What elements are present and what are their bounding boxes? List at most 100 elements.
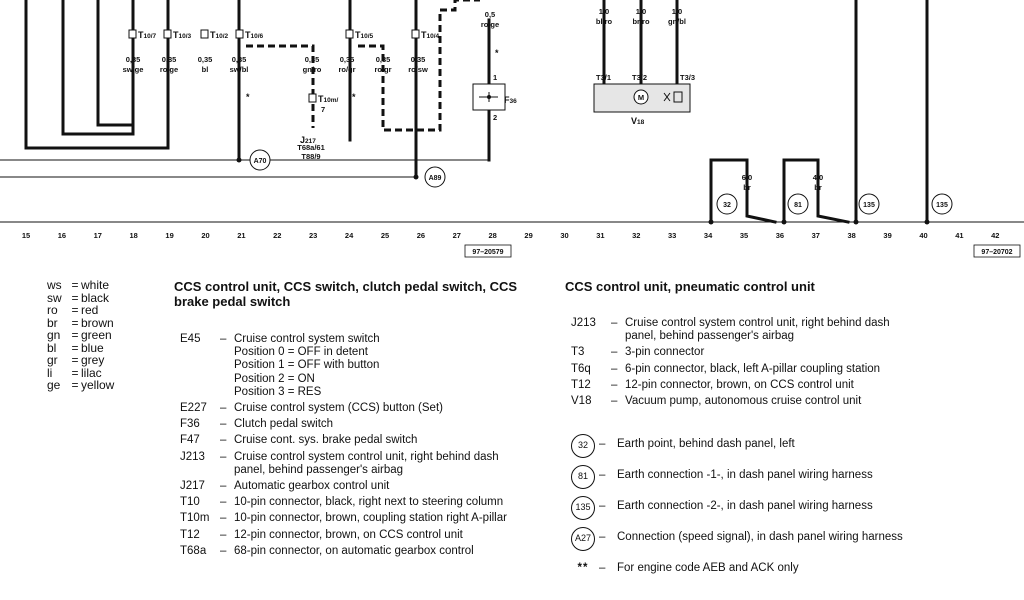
scale-number: 19 [165,231,173,240]
component-code [180,386,220,399]
earth-code: A27 [567,527,599,551]
component-desc: Vacuum pump, autonomous cruise control u… [625,395,862,408]
scale-number: 37 [812,231,820,240]
wire-color: bl/ro [596,17,613,26]
svg-text:F36: F36 [504,95,517,105]
color-code: br [47,315,58,330]
color-code: bl [47,340,57,355]
section-title: CCS control unit, CCS switch, clutch ped… [174,279,518,309]
scale-number: 22 [273,231,281,240]
connector-label: T10/3 [173,30,192,40]
component-desc: Cruise cont. sys. brake pedal switch [234,434,418,447]
component-desc: Position 3 = RES [234,385,322,398]
dash: – [599,562,606,574]
color-code-entry: ro=red [47,304,114,317]
j217-component: J217 T68a/61 T88/9 [297,135,325,161]
scale-number: 25 [381,231,389,240]
earth-code: 81 [567,465,599,489]
component-desc: Clutch pedal switch [234,418,334,431]
color-code-entry: gr=grey [47,354,114,367]
color-code: li [47,365,53,380]
section-title: CCS control unit, pneumatic control unit [565,279,815,294]
wire-color: ro/ge [160,65,178,74]
component-desc: 12-pin connector, brown, on CCS control … [234,528,463,541]
connector-label: T10/6 [245,30,264,40]
color-code: gr [47,353,58,367]
svg-text:32: 32 [723,202,731,209]
earth-circle: A70 [249,149,271,171]
scale-number: 32 [632,231,640,240]
scale-number: 36 [776,231,784,240]
earth-list: 32 – Earth point, behind dash panel, left 8… [567,434,907,580]
component-desc: Position 2 = ON [234,372,315,385]
component-code: E45 [180,333,201,345]
dash: – [599,531,606,543]
list-item: T3–3-pin connector [571,346,901,359]
component-code: T10 [180,496,200,509]
list-item: T12–12-pin connector, brown, on CCS cont… [180,529,510,542]
wire-size: 0,5 [485,10,495,19]
dash: – [220,480,227,493]
connector-label: T3/1 [596,73,611,82]
connector-label: T10/2 [210,30,229,40]
component-desc: Position 0 = OFF in detent [234,346,368,359]
list-item: Position 1 = OFF with button [180,359,510,372]
color-name: yellow [81,378,115,392]
asterisk-note: * [495,48,499,58]
wire-color: ro/gr [374,65,391,74]
list-item: F36–Clutch pedal switch [180,418,510,431]
earth-circle: A27 [571,527,595,551]
v18-vacuum-pump: M V18 [593,83,691,126]
list-item: A27–Connection (speed signal), in dash p… [567,527,907,558]
component-code [180,373,220,386]
wire-size: 0,35 [126,55,141,64]
component-code: E227 [180,402,207,415]
earth-code: 32 [567,434,599,458]
scale-number: 41 [955,231,963,240]
dash: – [611,362,618,375]
scale-number: 20 [201,231,209,240]
connector-label: T3/2 [632,73,647,82]
component-code: J213 [571,317,596,329]
scale-number: 34 [704,231,713,240]
scale-number: 39 [883,231,891,240]
color-name: white [81,278,110,292]
component-desc: 10-pin connector, brown, coupling statio… [234,512,507,525]
asterisk-note: * [246,92,250,102]
equals-sign: = [71,340,79,355]
equals-sign: = [71,328,79,342]
svg-text:97–20579: 97–20579 [472,249,503,256]
component-code: F36 [180,418,200,431]
earth-circle: 135 [858,193,880,215]
color-code: ws [47,278,62,292]
component-desc: Earth point, behind dash panel, left [617,438,795,450]
color-code-entry: ge=yellow [47,379,114,392]
list-item: T68a–68-pin connector, on automatic gear… [180,545,510,558]
component-desc: Automatic gearbox control unit [234,480,390,493]
scale-number: 29 [524,231,532,240]
wire-color: gn/bl [668,17,686,26]
scale-number: 28 [489,231,497,240]
connector-label: T10/5 [355,30,374,40]
list-item: J213–Cruise control system control unit,… [571,317,901,343]
wire-size: 0,35 [232,55,247,64]
wire-size: 0,35 [198,55,213,64]
earth-circle: 81 [787,193,809,215]
component-code: J213 [180,450,205,463]
color-code: ge [47,378,61,392]
wire-color: ro/ge [481,20,499,29]
dash [220,373,234,386]
list-item: T10–10-pin connector, black, right next … [180,496,510,509]
dash: – [220,333,227,345]
wire-size: 1,0 [636,7,646,16]
equals-sign: = [71,290,79,305]
wire-color: ro/gr [338,65,355,74]
color-name: grey [81,353,105,367]
wire-size: 6,0 [742,173,752,182]
dash [220,359,234,372]
component-desc: Connection (speed signal), in dash panel… [617,531,903,543]
wire-color: br [814,183,822,192]
list-item: J213–Cruise control system control unit,… [180,451,510,477]
